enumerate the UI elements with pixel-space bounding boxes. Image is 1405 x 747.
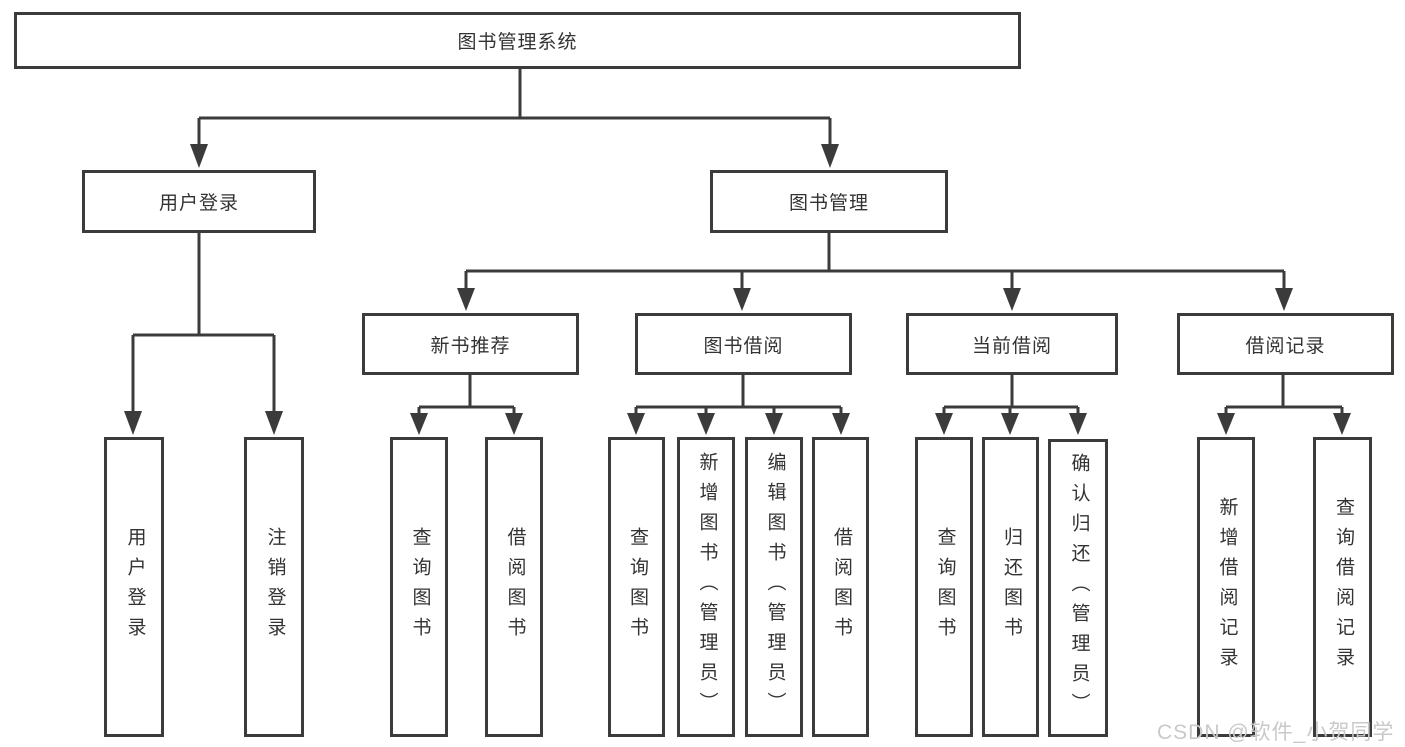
node-label: 用户登录: [124, 527, 146, 647]
node-user-login-branch: 用户登录: [82, 170, 316, 233]
node-label: 用户登录: [158, 193, 239, 214]
node-confirm-return-admin: 确认归还（管理员）: [1048, 439, 1108, 737]
node-label: 确认归还（管理员）: [1068, 453, 1090, 723]
node-label: 图书管理: [788, 193, 869, 214]
node-label: 借阅记录: [1245, 335, 1326, 357]
node-label: 注销登录: [264, 527, 286, 647]
csdn-watermark: CSDN @软件_小贺同学: [1157, 721, 1395, 744]
node-query-borrow-record: 查询借阅记录: [1313, 437, 1372, 737]
node-book-management-branch: 图书管理: [710, 170, 948, 233]
node-user-login: 用户登录: [104, 437, 164, 737]
node-label: 编辑图书（管理员）: [764, 452, 786, 722]
node-edit-books-admin: 编辑图书（管理员）: [745, 437, 803, 737]
node-label: 查询图书: [934, 527, 956, 647]
node-add-books-admin: 新增图书（管理员）: [677, 437, 735, 737]
node-borrow-books: 借阅图书: [485, 437, 543, 737]
node-new-book-recommend: 新书推荐: [362, 313, 579, 375]
node-label: 借阅图书: [830, 527, 852, 647]
node-label: 借阅图书: [504, 527, 526, 647]
node-borrow-books: 借阅图书: [812, 437, 869, 737]
node-logout: 注销登录: [244, 437, 304, 737]
node-label: 新增借阅记录: [1216, 497, 1238, 677]
node-query-books: 查询图书: [390, 437, 448, 737]
node-query-books: 查询图书: [608, 437, 665, 737]
node-label: 查询图书: [409, 527, 431, 647]
node-add-borrow-record: 新增借阅记录: [1197, 437, 1255, 737]
node-label: 当前借阅: [971, 335, 1052, 357]
node-query-books: 查询图书: [915, 437, 973, 737]
node-label: 图书管理系统: [457, 32, 578, 53]
node-library-management-system: 图书管理系统: [14, 12, 1021, 69]
node-label: 图书借阅: [703, 335, 784, 357]
node-borrow-records: 借阅记录: [1177, 313, 1394, 375]
node-label: 新增图书（管理员）: [696, 452, 718, 722]
node-book-borrow: 图书借阅: [635, 313, 852, 375]
node-label: 查询借阅记录: [1332, 497, 1354, 677]
node-label: 归还图书: [1000, 527, 1022, 647]
node-label: 新书推荐: [430, 335, 511, 357]
node-label: 查询图书: [626, 527, 648, 647]
node-return-books: 归还图书: [982, 437, 1039, 737]
node-current-borrow: 当前借阅: [906, 313, 1118, 375]
